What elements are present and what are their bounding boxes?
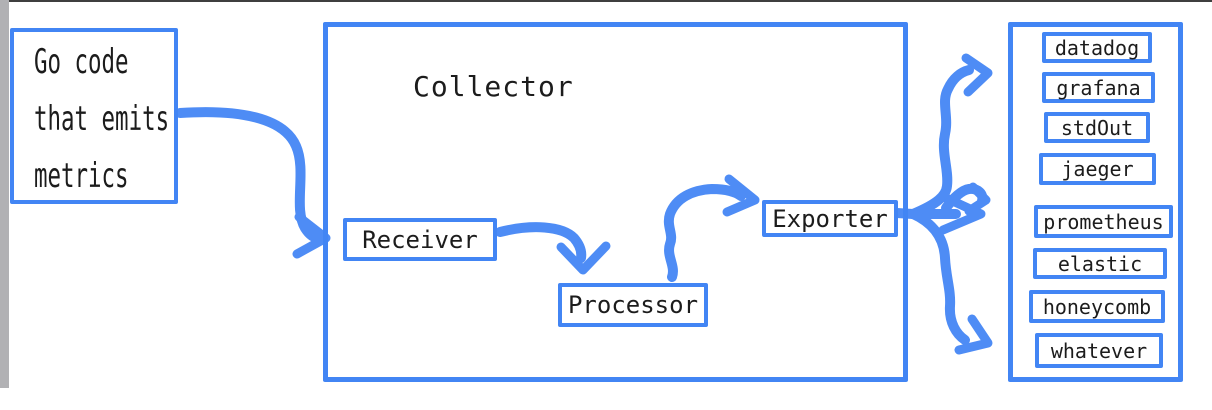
- dest-box-whatever[interactable]: whatever: [1035, 333, 1163, 368]
- dest-box-stdout[interactable]: stdOut: [1044, 112, 1150, 143]
- arrow-fanout-mid-upper[interactable]: [941, 182, 991, 216]
- dest-box-elastic[interactable]: elastic: [1033, 248, 1167, 279]
- dest-box-datadog[interactable]: datadog: [1042, 32, 1152, 63]
- collector-title: Collector: [413, 70, 574, 103]
- processor-box[interactable]: Processor: [558, 283, 708, 327]
- window-top-border: [0, 0, 1212, 2]
- dest-box-honeycomb[interactable]: honeycomb: [1029, 290, 1165, 323]
- arrow-fanout-down[interactable]: [908, 209, 993, 355]
- processor-label: Processor: [567, 291, 699, 319]
- dest-label-grafana: grafana: [1056, 75, 1141, 100]
- exporter-box[interactable]: Exporter: [762, 200, 898, 237]
- dest-label-elastic: elastic: [1057, 251, 1143, 276]
- arrow-source-to-collector[interactable]: [175, 107, 331, 259]
- collector-box[interactable]: [323, 22, 908, 382]
- source-label: Go code that emits metrics: [34, 42, 170, 196]
- dest-label-whatever: whatever: [1050, 338, 1148, 363]
- dest-box-jaeger[interactable]: jaeger: [1039, 153, 1156, 185]
- window-left-edge: [0, 0, 9, 388]
- arrow-fanout-mid[interactable]: [908, 192, 986, 235]
- arrow-fanout-up[interactable]: [908, 53, 993, 219]
- dest-box-prometheus[interactable]: prometheus: [1034, 205, 1173, 238]
- destinations-box[interactable]: [1008, 22, 1183, 382]
- receiver-label: Receiver: [362, 225, 478, 254]
- dest-label-datadog: datadog: [1054, 35, 1140, 60]
- dest-label-jaeger: jaeger: [1061, 157, 1134, 181]
- dest-label-stdout: stdOut: [1060, 115, 1134, 140]
- receiver-box[interactable]: Receiver: [343, 218, 497, 261]
- dest-label-prometheus: prometheus: [1043, 209, 1164, 234]
- dest-box-grafana[interactable]: grafana: [1042, 72, 1155, 103]
- source-box[interactable]: Go code that emits metrics: [10, 28, 178, 204]
- dest-label-honeycomb: honeycomb: [1042, 294, 1152, 319]
- exporter-label: Exporter: [772, 204, 888, 233]
